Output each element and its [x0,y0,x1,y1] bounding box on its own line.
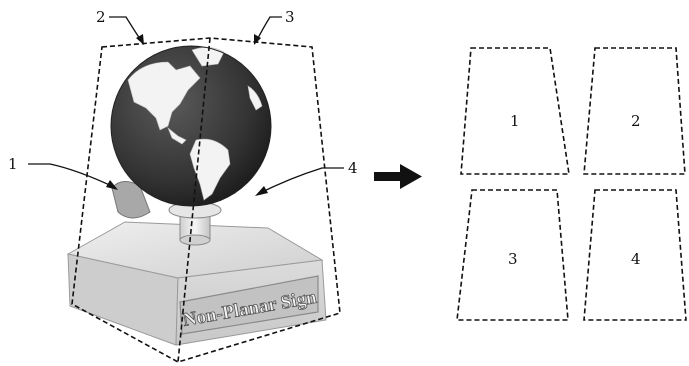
continent-south-america [189,138,231,201]
unfolded-faces [456,47,687,321]
right-arrow-icon [374,164,422,189]
face-panel-1 [460,47,570,175]
callout-leaders [28,16,344,196]
callout-label-3: 3 [285,8,295,26]
callout-label-4: 4 [348,159,358,177]
face-panel-2 [583,47,686,175]
face-panel-3 [456,189,569,321]
face-label-3: 3 [508,250,518,268]
sign-object: Non-Planar Sign [66,37,341,363]
dashed-frustum [71,37,341,363]
globe [110,45,272,207]
continent-europe-edge [247,85,263,111]
continent-central-america [167,127,187,145]
face-label-2: 2 [631,112,641,130]
leader-1 [28,163,117,189]
continent-north-america [127,61,201,131]
leader-3-arrowhead [254,34,261,45]
leader-4 [257,167,344,195]
leader-4-arrowhead [255,186,268,196]
leader-2-arrowhead [136,34,144,45]
callout-label-1: 1 [8,155,18,173]
face-panel-4 [583,189,687,321]
globe-neck [168,201,222,246]
globe-holder [111,181,151,219]
leader-1-arrowhead [106,180,118,190]
callout-label-2: 2 [96,8,106,26]
face-label-4: 4 [631,250,641,268]
sign-base: Non-Planar Sign [66,221,327,346]
face-label-1: 1 [510,112,520,130]
